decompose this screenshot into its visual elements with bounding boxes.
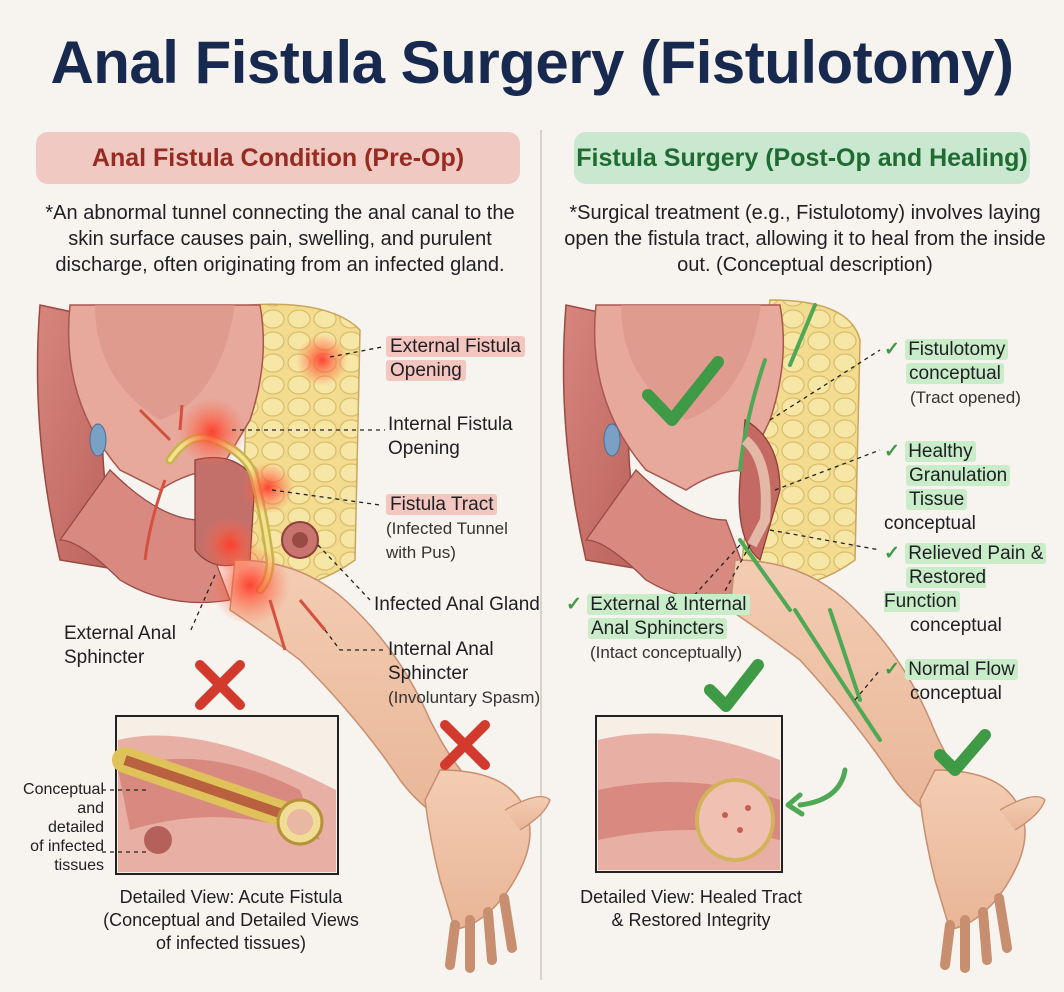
check-icon (642, 356, 991, 776)
pre-op-description: *An abnormal tunnel connecting the anal … (45, 202, 515, 276)
check-icon: ✓ (566, 594, 582, 615)
label-conceptual-infected-tissues: Conceptual and detailed of infected tiss… (23, 781, 104, 874)
post-op-header: Fistula Surgery (Post-Op and Healing) (574, 132, 1030, 184)
label-granulation-tissue: ✓ Healthy Granulation Tissue conceptual (884, 440, 1064, 536)
label-external-fistula-opening: External Fistula Opening (386, 335, 525, 383)
label-relieved-pain: ✓ Relieved Pain & Restored Function conc… (884, 542, 1064, 638)
label-normal-flow: ✓ Normal Flow conceptual (884, 658, 1018, 706)
post-op-anatomy (562, 299, 1046, 973)
label-external-anal-sphincter: External Anal Sphincter (64, 623, 176, 668)
pre-op-detail-caption: Detailed View: Acute Fistula (Conceptual… (103, 887, 359, 953)
check-icon: ✓ (884, 441, 900, 462)
label-fistula-tract: Fistula Tract (Infected Tunnel with Pus) (386, 494, 508, 562)
label-infected-anal-gland: Infected Anal Gland (374, 594, 540, 615)
post-op-detail-caption: Detailed View: Healed Tract & Restored I… (580, 887, 802, 930)
check-icon: ✓ (884, 339, 900, 360)
label-internal-fistula-opening: Internal Fistula Opening (388, 414, 513, 459)
check-icon: ✓ (884, 659, 900, 680)
pre-op-anatomy (36, 303, 551, 973)
page-title: Anal Fistula Surgery (Fistulotomy) (50, 29, 1014, 96)
label-internal-anal-sphincter: Internal Anal Sphincter (Involuntary Spa… (388, 639, 541, 707)
cross-icon (195, 660, 490, 770)
post-op-description: *Surgical treatment (e.g., Fistulotomy) … (564, 202, 1046, 276)
panel-divider (540, 130, 542, 980)
check-icon: ✓ (884, 543, 900, 564)
label-fistulotomy: ✓ Fistulotomy conceptual (Tract opened) (884, 339, 1021, 407)
label-anal-sphincters: ✓ External & Internal Anal Sphincters (I… (566, 593, 750, 665)
pre-op-header: Anal Fistula Condition (Pre-Op) (36, 132, 520, 184)
